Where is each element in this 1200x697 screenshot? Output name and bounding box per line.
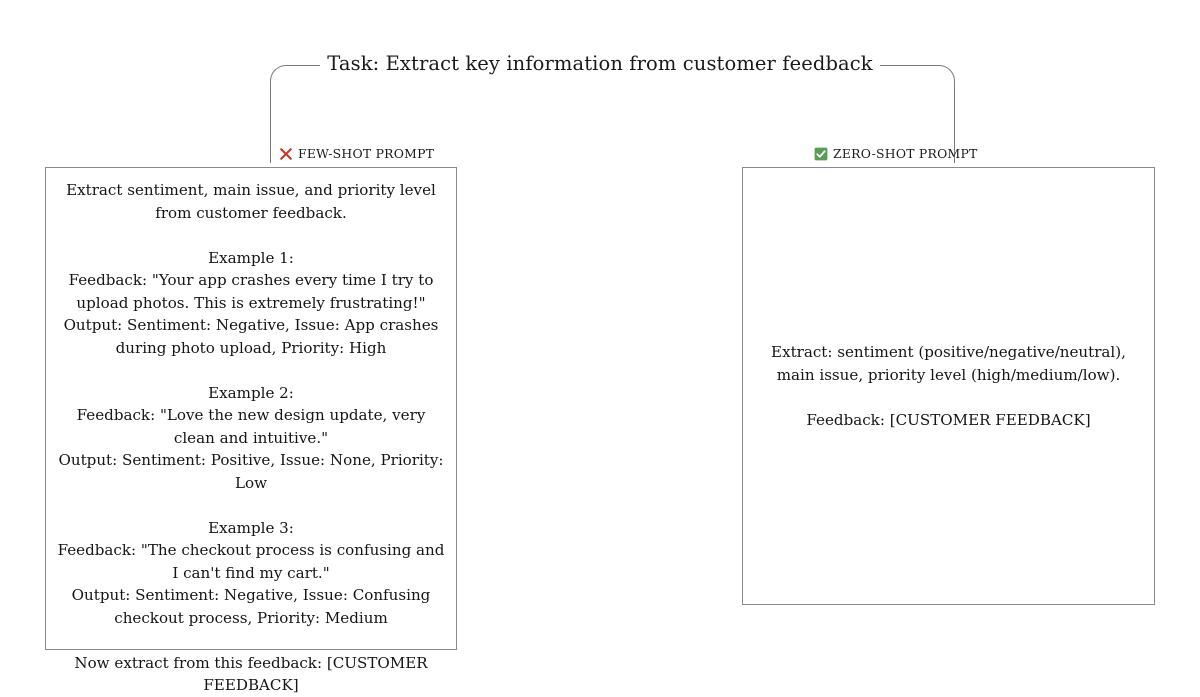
cross-mark-icon	[279, 147, 293, 161]
check-mark-button-icon	[814, 147, 828, 161]
task-title-text: Task: Extract key information from custo…	[320, 52, 880, 75]
column-label-text-few-shot: FEW-SHOT PROMPT	[298, 146, 435, 161]
column-label-text-zero-shot: ZERO-SHOT PROMPT	[833, 146, 978, 161]
zero-shot-prompt-box: Extract: sentiment (positive/negative/ne…	[742, 167, 1155, 605]
column-label-zero-shot: ZERO-SHOT PROMPT	[814, 147, 978, 161]
page-title: Task: Extract key information from custo…	[0, 51, 1200, 77]
few-shot-prompt-box: Extract sentiment, main issue, and prior…	[45, 167, 457, 694]
column-label-few-shot: FEW-SHOT PROMPT	[279, 147, 434, 161]
diagram-canvas: Task: Extract key information from custo…	[0, 51, 1200, 694]
few-shot-prompt-text: Extract sentiment, main issue, and prior…	[57, 181, 445, 694]
zero-shot-prompt-text: Extract: sentiment (positive/negative/ne…	[771, 343, 1126, 429]
